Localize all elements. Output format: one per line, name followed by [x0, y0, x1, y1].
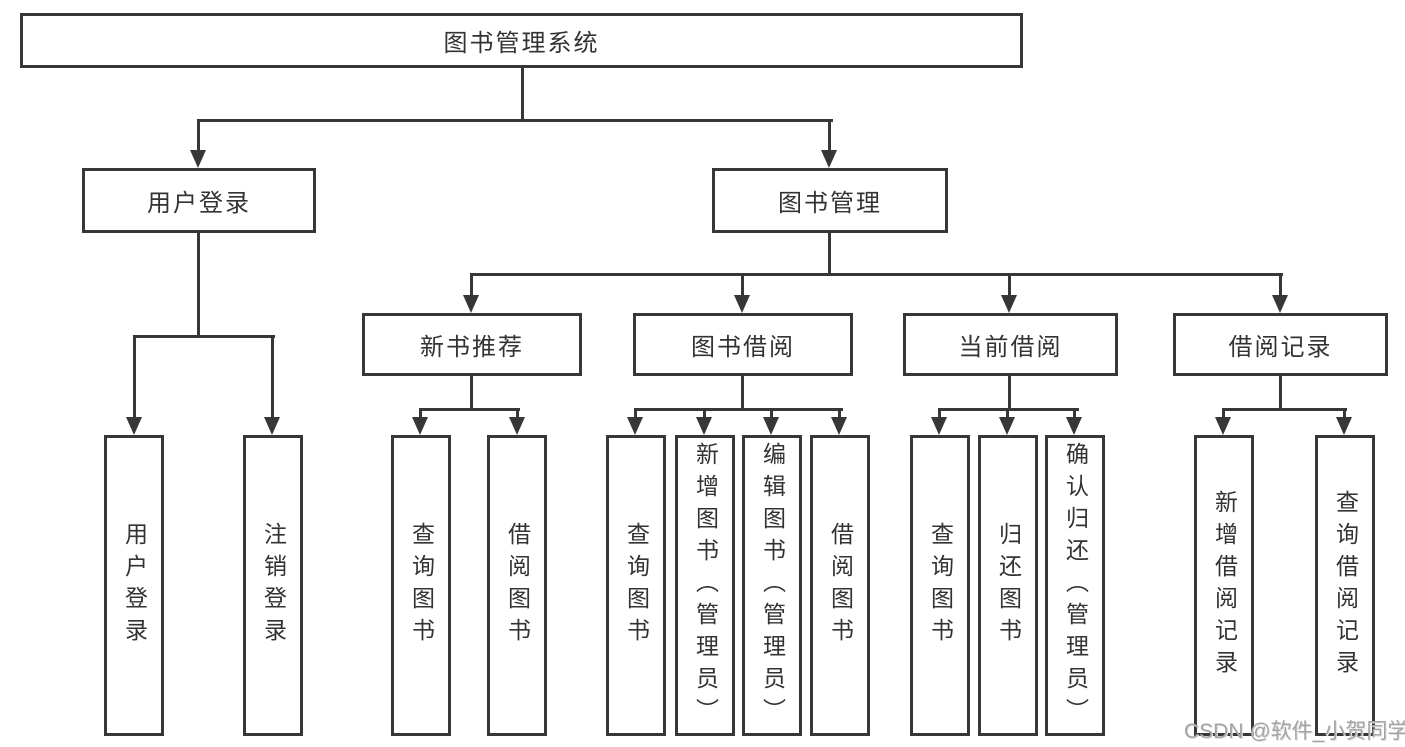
connector-line	[197, 119, 200, 153]
arrowhead-icon	[734, 295, 750, 313]
connector-line	[133, 335, 275, 338]
leaf-user-login: 用户登录	[104, 435, 164, 736]
arrowhead-icon	[509, 417, 525, 435]
arrowhead-icon	[1215, 417, 1231, 435]
leaf-current-confirm-return: 确认归还（管理员）	[1045, 435, 1105, 736]
arrowhead-icon	[763, 417, 779, 435]
node-current-borrowing: 当前借阅	[903, 313, 1118, 376]
arrowhead-icon	[1336, 417, 1352, 435]
connector-line	[197, 119, 833, 122]
leaf-recommend-borrow-books: 借阅图书	[487, 435, 547, 736]
arrowhead-icon	[126, 417, 142, 435]
leaf-label: 编辑图书（管理员）	[759, 441, 786, 730]
connector-line	[770, 408, 773, 420]
arrowhead-icon	[627, 417, 643, 435]
leaf-borrowing-query-books: 查询图书	[606, 435, 666, 736]
leaf-label: 借阅图书	[827, 521, 854, 650]
connector-line	[828, 233, 831, 276]
connector-line	[521, 68, 524, 122]
node-user-login: 用户登录	[82, 168, 316, 233]
connector-line	[634, 408, 637, 420]
arrowhead-icon	[1272, 295, 1288, 313]
arrowhead-icon	[412, 417, 428, 435]
node-book-borrowing: 图书借阅	[633, 313, 853, 376]
connector-line	[1008, 276, 1011, 297]
connector-line	[419, 408, 422, 420]
arrowhead-icon	[1066, 417, 1082, 435]
connector-line	[1008, 376, 1011, 411]
leaf-recommend-query-books: 查询图书	[391, 435, 451, 736]
leaf-current-return-books: 归还图书	[978, 435, 1038, 736]
connector-line	[1222, 408, 1225, 420]
leaf-borrowing-add-books: 新增图书（管理员）	[675, 435, 735, 736]
csdn-watermark: CSDN @软件_小贺同学	[1184, 720, 1405, 743]
leaf-records-query-record: 查询借阅记录	[1315, 435, 1375, 736]
arrowhead-icon	[1001, 295, 1017, 313]
connector-line	[133, 335, 136, 420]
connector-line	[1222, 408, 1347, 411]
connector-line	[197, 233, 200, 338]
connector-line	[703, 408, 706, 420]
connector-line	[1279, 376, 1282, 411]
leaf-borrowing-borrow-books: 借阅图书	[810, 435, 870, 736]
connector-line	[470, 273, 1283, 276]
connector-line	[828, 119, 831, 153]
connector-line	[741, 376, 744, 411]
arrowhead-icon	[931, 417, 947, 435]
connector-line	[271, 335, 274, 420]
leaf-label: 确认归还（管理员）	[1062, 441, 1089, 730]
node-borrowing-records: 借阅记录	[1173, 313, 1388, 376]
arrowhead-icon	[190, 150, 206, 168]
leaf-label: 查询图书	[408, 521, 435, 650]
leaf-label: 查询借阅记录	[1332, 489, 1359, 682]
connector-line	[838, 408, 841, 420]
connector-line	[634, 408, 843, 411]
arrowhead-icon	[999, 417, 1015, 435]
leaf-label: 查询图书	[623, 521, 650, 650]
leaf-records-add-record: 新增借阅记录	[1194, 435, 1254, 736]
leaf-current-query-books: 查询图书	[910, 435, 970, 736]
connector-line	[516, 408, 519, 420]
leaf-label: 借阅图书	[504, 521, 531, 650]
connector-line	[741, 276, 744, 297]
leaf-label: 用户登录	[121, 521, 148, 650]
leaf-label: 查询图书	[927, 521, 954, 650]
arrowhead-icon	[463, 295, 479, 313]
connector-line	[470, 276, 473, 297]
connector-line	[1279, 276, 1282, 297]
leaf-label: 新增图书（管理员）	[692, 441, 719, 730]
node-root: 图书管理系统	[20, 13, 1023, 68]
leaf-logout: 注销登录	[243, 435, 303, 736]
arrowhead-icon	[696, 417, 712, 435]
arrowhead-icon	[264, 417, 280, 435]
connector-line	[1073, 408, 1076, 420]
arrowhead-icon	[821, 150, 837, 168]
connector-line	[1006, 408, 1009, 420]
connector-line	[470, 376, 473, 411]
connector-line	[1343, 408, 1346, 420]
connector-line	[419, 408, 520, 411]
node-new-book-recommend: 新书推荐	[362, 313, 582, 376]
arrowhead-icon	[831, 417, 847, 435]
leaf-label: 新增借阅记录	[1211, 489, 1238, 682]
leaf-label: 注销登录	[260, 521, 287, 650]
node-book-management: 图书管理	[712, 168, 948, 233]
leaf-label: 归还图书	[995, 521, 1022, 650]
leaf-borrowing-edit-books: 编辑图书（管理员）	[742, 435, 802, 736]
connector-line	[938, 408, 941, 420]
